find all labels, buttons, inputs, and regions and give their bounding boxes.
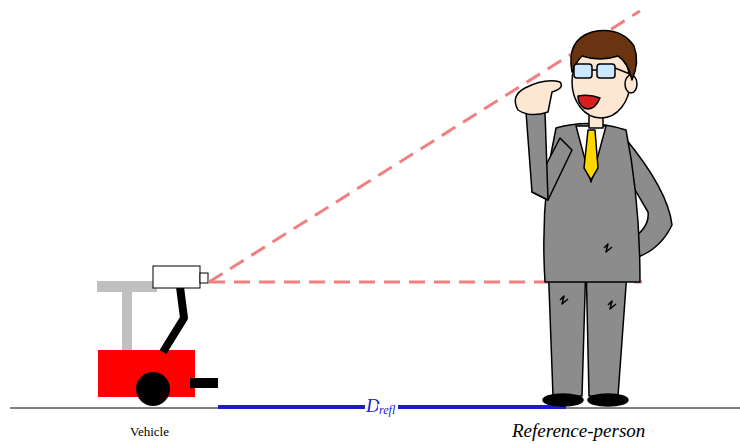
right-shoe bbox=[588, 394, 628, 406]
field-of-view bbox=[209, 11, 642, 282]
dimension-subscript: refl bbox=[378, 404, 398, 416]
hair bbox=[571, 31, 637, 80]
view-ray-upper bbox=[209, 11, 640, 282]
glasses-lens bbox=[574, 64, 592, 78]
reference-person bbox=[515, 31, 672, 406]
tie bbox=[584, 130, 598, 180]
mast-post bbox=[122, 288, 132, 352]
mouth bbox=[578, 95, 600, 109]
fold-marks bbox=[560, 244, 616, 309]
vehicle-bumper bbox=[190, 378, 218, 388]
mast-top bbox=[97, 281, 157, 292]
camera-body bbox=[153, 266, 200, 288]
part-label: Vehicle bbox=[130, 425, 169, 438]
vehicle-wheel bbox=[136, 372, 170, 406]
hand bbox=[515, 81, 561, 115]
shirt bbox=[576, 126, 606, 182]
camera-lens bbox=[200, 273, 208, 283]
glasses-lens bbox=[597, 64, 615, 78]
glasses-arm bbox=[615, 68, 630, 74]
glasses-bridge bbox=[592, 69, 597, 71]
forearm bbox=[526, 112, 548, 200]
left-shoe bbox=[543, 394, 583, 406]
part-label: Reference-person bbox=[512, 421, 645, 440]
vehicle bbox=[97, 266, 218, 406]
camera-arm bbox=[163, 287, 184, 352]
